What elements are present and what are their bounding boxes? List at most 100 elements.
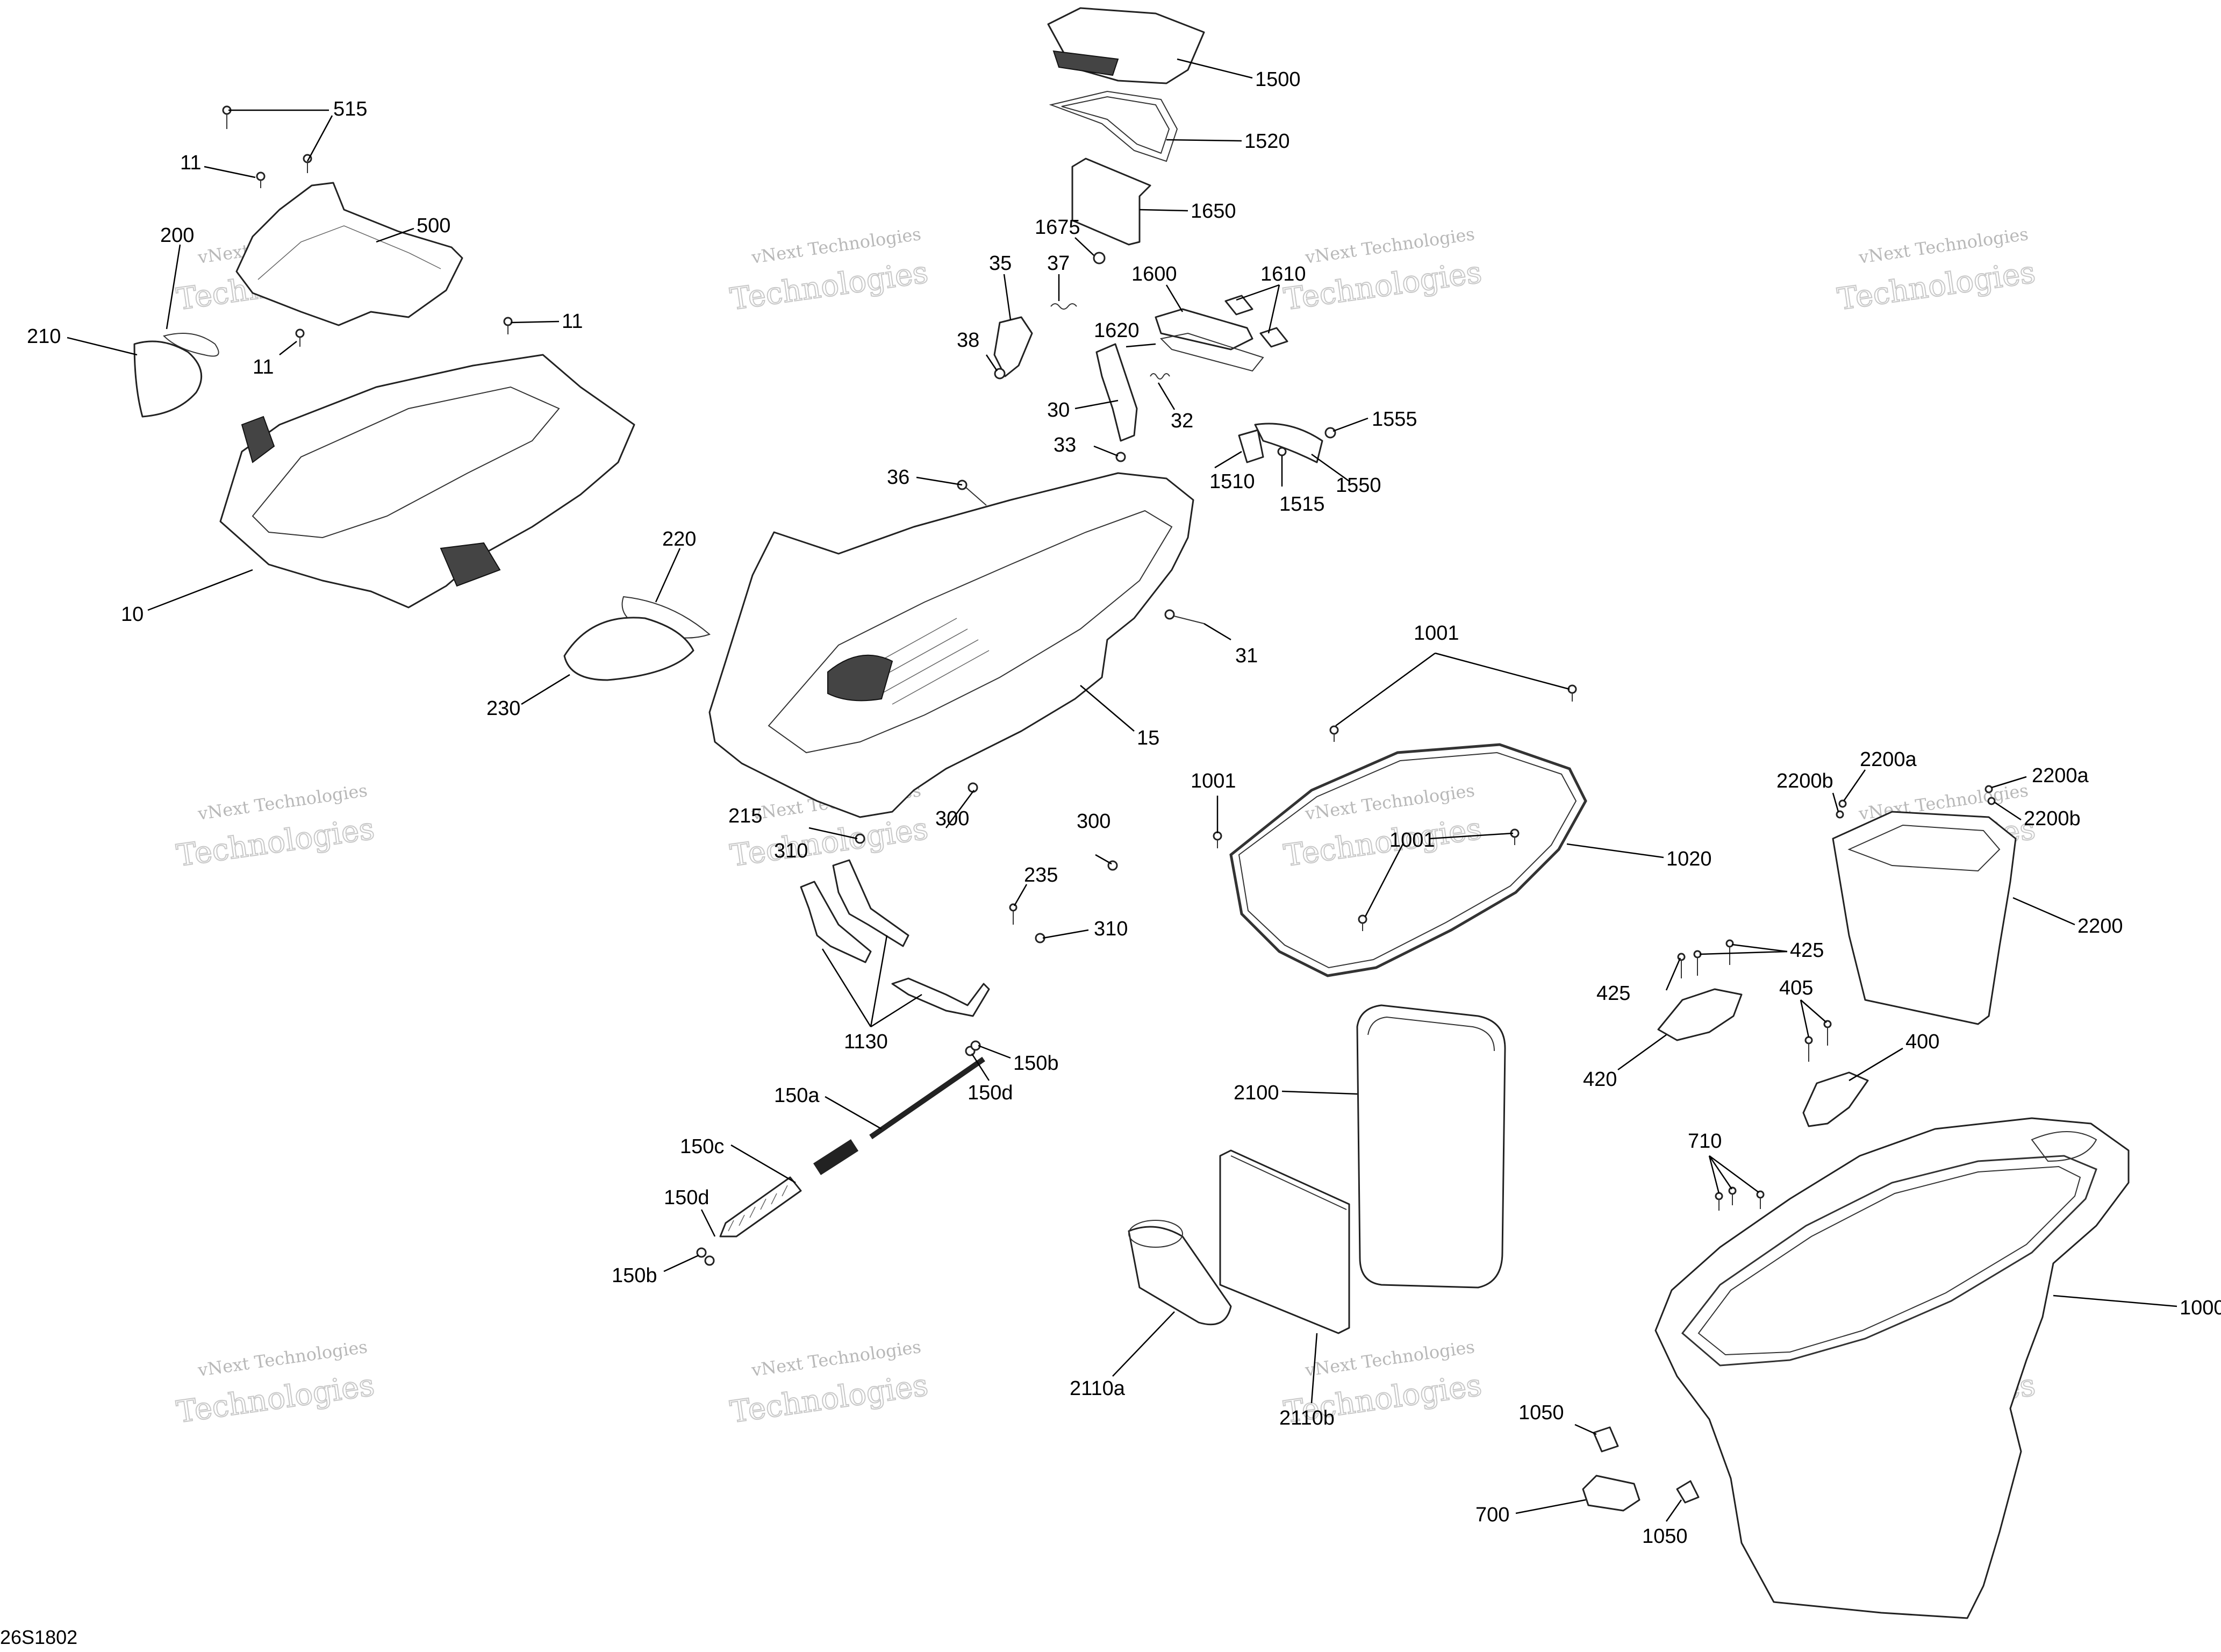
screw-11-b xyxy=(503,317,513,334)
part-400-bracket xyxy=(1802,1071,1869,1127)
part-235-pin xyxy=(1009,903,1018,925)
callout-label: 310 xyxy=(1094,918,1128,940)
callout-label: 200 xyxy=(160,224,194,247)
callout-label: 150b xyxy=(1013,1052,1059,1075)
part-2200b-screw-b xyxy=(1987,797,1996,805)
callout-label: 31 xyxy=(1235,645,1258,667)
callout-label: 32 xyxy=(1171,410,1193,432)
callout-label: 2110b xyxy=(1279,1407,1335,1429)
part-700-bracket xyxy=(1582,1475,1640,1512)
screw-11-a xyxy=(256,171,266,188)
part-425-screws xyxy=(1677,939,1734,978)
part-1650-block xyxy=(1071,158,1151,246)
part-150-rod-assembly xyxy=(696,1040,985,1266)
leader-lines xyxy=(67,58,2177,1522)
part-1020-seal xyxy=(1229,743,1587,977)
callout-label: 1050 xyxy=(1518,1401,1564,1424)
part-37-spring xyxy=(1050,303,1077,310)
callout-label: 2200a xyxy=(2032,764,2089,787)
part-405-screws xyxy=(1804,1020,1832,1062)
part-30-lever xyxy=(1095,343,1138,442)
callout-label: 2200b xyxy=(1776,770,1833,792)
parts xyxy=(133,7,2130,1619)
callout-label: 310 xyxy=(774,840,808,862)
callout-label: 425 xyxy=(1596,982,1630,1005)
callout-label: 11 xyxy=(253,356,274,378)
part-2110a-tube xyxy=(1128,1226,1232,1326)
callout-label: 2200b xyxy=(2024,807,2081,830)
callout-label: 220 xyxy=(662,528,696,550)
part-230-cover xyxy=(563,617,694,681)
callout-label: 210 xyxy=(27,325,61,348)
drawing-code: 26S1802 xyxy=(0,1626,77,1648)
part-1520-seal xyxy=(1049,90,1178,162)
part-1050-clip-b xyxy=(1676,1480,1700,1504)
callout-label: 1520 xyxy=(1244,130,1290,153)
watermark: vNext Technologies Technologies xyxy=(728,1336,931,1431)
callout-label: 1675 xyxy=(1035,216,1080,239)
callout-label: 35 xyxy=(989,252,1012,275)
part-2110b-filter xyxy=(1219,1149,1350,1334)
callout-label: 38 xyxy=(957,329,979,352)
callout-labels: 515 11 200 500 210 11 11 10 220 230 1500… xyxy=(27,68,2221,1548)
part-1510-bracket xyxy=(1238,429,1264,463)
part-10-front-body xyxy=(219,354,635,609)
callout-label: 515 xyxy=(333,98,367,120)
watermark: vNext Technologies Technologies xyxy=(1281,224,1485,318)
part-210-cover xyxy=(133,340,203,418)
callout-label: 500 xyxy=(417,214,450,237)
part-2100-cushion xyxy=(1356,1004,1506,1289)
callout-label: 405 xyxy=(1779,977,1813,999)
part-1675 xyxy=(1093,252,1106,264)
callout-label: 1620 xyxy=(1094,319,1140,342)
callout-label: 15 xyxy=(1137,727,1159,749)
callout-label: 1001 xyxy=(1389,829,1435,852)
callout-label: 36 xyxy=(887,466,909,489)
part-2200-bin xyxy=(1832,811,2017,1025)
callout-label: 2200 xyxy=(2077,915,2123,938)
callout-label: 150c xyxy=(680,1135,724,1158)
callout-label: 235 xyxy=(1024,864,1058,886)
part-1500-cover xyxy=(1047,7,1205,84)
callout-label: 11 xyxy=(562,310,583,333)
callout-label: 1510 xyxy=(1209,470,1255,493)
part-15-main-tub xyxy=(708,472,1194,818)
callout-label: 1020 xyxy=(1666,848,1712,870)
callout-label: 37 xyxy=(1047,252,1070,275)
callout-label: 1500 xyxy=(1255,68,1301,91)
callout-label: 700 xyxy=(1475,1504,1509,1526)
callout-label: 1001 xyxy=(1414,622,1459,645)
callout-label: 30 xyxy=(1047,399,1070,421)
callout-label: 215 xyxy=(728,805,762,827)
callout-label: 1000 xyxy=(2180,1297,2221,1319)
callout-label: 2200a xyxy=(1860,748,1917,771)
screw-515-a xyxy=(222,105,232,129)
part-2200a-screw-a xyxy=(1838,799,1847,808)
part-1001-screw-e xyxy=(1358,914,1367,931)
watermark: vNext Technologies Technologies xyxy=(174,1336,377,1431)
watermark: vNext Technologies Technologies xyxy=(174,780,377,874)
part-2200b-screw-a xyxy=(1836,810,1844,819)
callout-label: 400 xyxy=(1905,1031,1939,1053)
callout-label: 150a xyxy=(774,1084,820,1107)
callout-label: 1650 xyxy=(1191,200,1236,223)
part-1050-clip-a xyxy=(1593,1426,1619,1453)
callout-label: 1555 xyxy=(1372,408,1417,431)
part-1130-strap-b xyxy=(832,859,909,947)
part-1130-strap-c xyxy=(891,977,990,1017)
callout-label: 710 xyxy=(1688,1130,1722,1153)
part-1001-screw-c xyxy=(1213,831,1222,848)
part-32-spring xyxy=(1150,373,1170,380)
callout-label: 425 xyxy=(1790,939,1824,962)
callout-label: 300 xyxy=(1077,810,1110,833)
part-1001-screw-a xyxy=(1567,684,1577,702)
callout-label: 150d xyxy=(664,1186,710,1209)
part-500-trim xyxy=(235,182,463,326)
callout-label: 10 xyxy=(121,603,144,626)
part-33-nut xyxy=(1115,452,1126,462)
callout-label: 1515 xyxy=(1279,493,1325,516)
callout-label: 2100 xyxy=(1234,1082,1279,1104)
part-1620-seal xyxy=(1159,332,1264,372)
part-1610-clip-b xyxy=(1259,327,1288,348)
